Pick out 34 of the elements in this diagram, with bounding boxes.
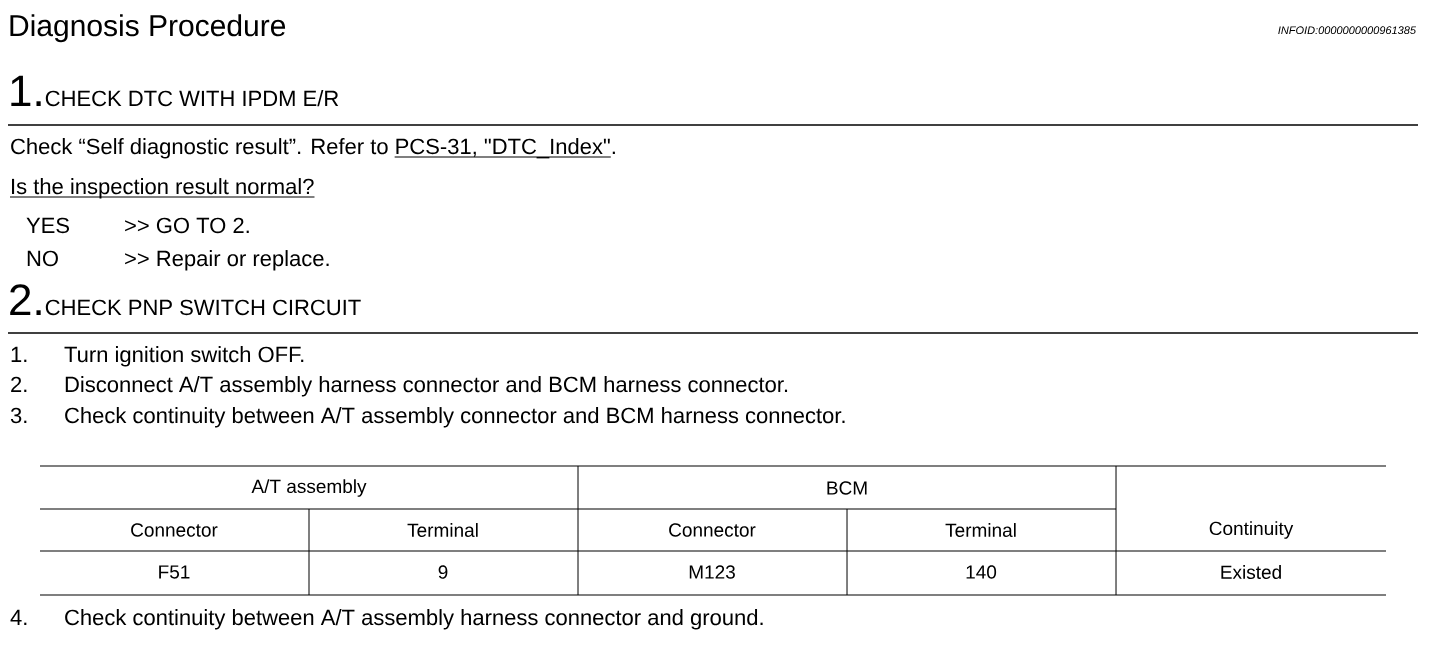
step-heading: CHECK PNP SWITCH CIRCUIT <box>45 299 361 316</box>
step-number: 1. <box>11 75 41 106</box>
table-header: BCM <box>827 481 867 495</box>
instruction-text: Check continuity between A/T assembly connector and BCM harness connector. <box>65 407 845 428</box>
table-value: Existed <box>1221 565 1281 579</box>
answer-option: YES <box>26 217 69 234</box>
id-code: INFOID:0000000000961385 <box>1278 26 1417 35</box>
table-header: Terminal <box>945 523 1016 537</box>
table-header: Terminal <box>407 523 478 537</box>
table-value: 9 <box>438 565 448 579</box>
step-heading: CHECK DTC WITH IPDM E/R <box>45 90 339 107</box>
table-header: Connector <box>669 523 756 537</box>
table-header: A/T assembly <box>251 479 367 497</box>
table-header: Continuity <box>1209 521 1294 539</box>
answer-action: >> Repair or replace. <box>125 250 329 271</box>
list-number: 2. <box>11 376 27 392</box>
table-header: Connector <box>131 523 218 537</box>
step-number: 2. <box>10 284 41 315</box>
question-text: Is the inspection result normal? <box>9 178 315 199</box>
instruction-text: Turn ignition switch OFF. <box>64 346 304 367</box>
table-value: 140 <box>966 565 997 579</box>
list-number: 1. <box>11 346 27 362</box>
table-value: M123 <box>689 565 735 579</box>
instruction-text: Disconnect A/T assembly harness connector and BCM harness connector. <box>65 376 788 397</box>
answer-action: >> GO TO 2. <box>125 217 249 234</box>
heading: Diagnosis Procedure <box>10 14 286 43</box>
link: PCS-31, "DTC_Index" <box>394 138 612 159</box>
instruction-text: Check “Self diagnostic result”. Refer to <box>11 138 388 159</box>
instruction-text: Check continuity between A/T assembly harness connector and ground. <box>65 609 763 630</box>
instruction-text: . <box>612 151 615 154</box>
table-value: F51 <box>159 565 190 579</box>
answer-option: NO <box>27 250 58 267</box>
list-number: 3. <box>10 407 27 424</box>
list-number: 4. <box>10 609 27 625</box>
